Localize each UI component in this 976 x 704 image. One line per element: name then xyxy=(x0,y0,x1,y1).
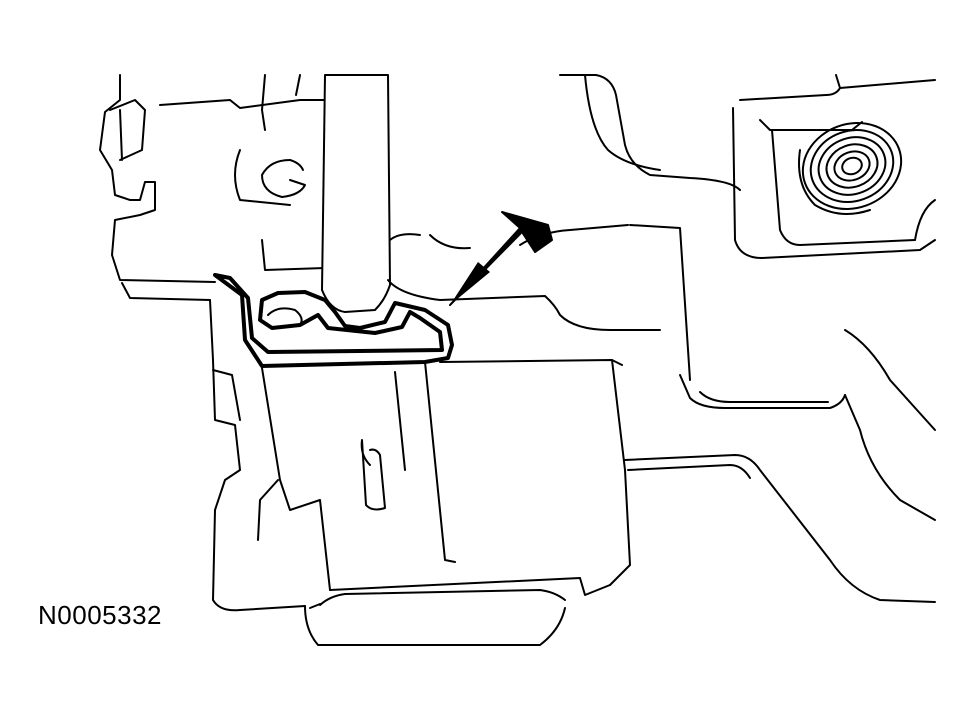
coil-mount xyxy=(732,74,936,259)
right-housing xyxy=(559,74,936,603)
vertical-shaft xyxy=(321,74,661,331)
spring-coil-icon xyxy=(798,121,903,215)
arrow-pointer-icon xyxy=(449,211,553,306)
bottom-opening xyxy=(304,589,566,646)
figure-id-label: N0005332 xyxy=(38,600,162,630)
retaining-clip xyxy=(213,273,454,368)
connector-body xyxy=(209,299,631,612)
upper-bracket xyxy=(99,74,326,301)
